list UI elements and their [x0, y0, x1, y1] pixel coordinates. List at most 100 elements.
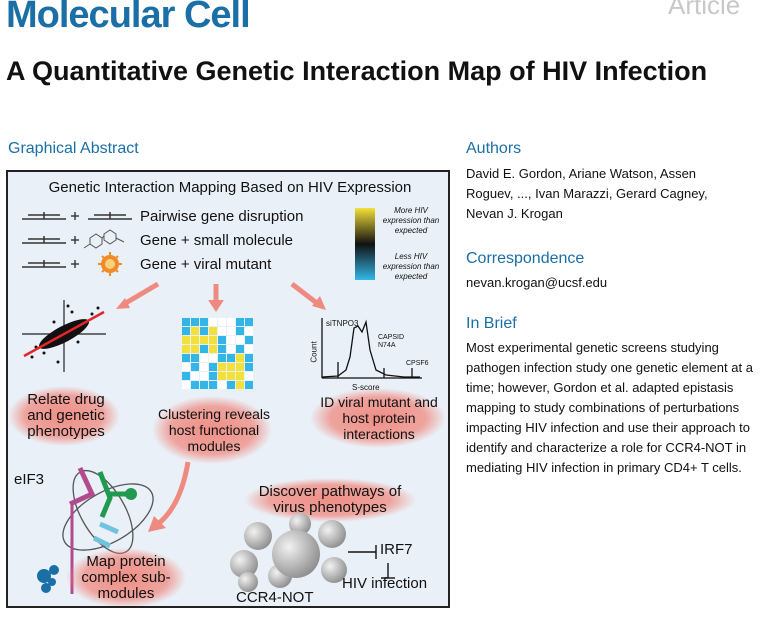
irf7-label: IRF7	[380, 541, 413, 558]
scatter-plot-icon	[22, 300, 106, 372]
heatmap-cell	[236, 318, 244, 326]
heatmap-cell	[182, 318, 190, 326]
heatmap-cell	[245, 381, 253, 389]
heatmap-cell	[227, 381, 235, 389]
heatmap-cell	[218, 336, 226, 344]
heatmap-cell	[182, 354, 190, 362]
heatmap-cell	[227, 336, 235, 344]
heatmap-cell	[209, 381, 217, 389]
caption-highlights	[8, 386, 446, 606]
hiv-infection-label: HIV infection	[342, 575, 428, 592]
heatmap-cell	[182, 381, 190, 389]
heatmap-cell	[209, 372, 217, 380]
heatmap-cell	[200, 354, 208, 362]
heatmap-cell	[245, 336, 253, 344]
hist-capsid-label: CAPSID N74A	[378, 334, 405, 349]
authors-names: David E. Gordon, Ariane Watson, Assen Ro…	[466, 166, 708, 221]
heatmap-cell	[236, 372, 244, 380]
journal-name: Molecular Cell	[6, 0, 251, 36]
heatmap-cell	[200, 381, 208, 389]
heatmap-cell	[227, 354, 235, 362]
heatmap-cell	[191, 354, 199, 362]
plus-signs	[71, 212, 79, 268]
correspondence-heading: Correspondence	[466, 250, 585, 267]
heatmap-cell	[245, 345, 253, 353]
irf7-inhibition-icon	[348, 545, 395, 579]
heatmap-cell	[209, 318, 217, 326]
heatmap-cell	[191, 363, 199, 371]
heatmap-cell	[209, 363, 217, 371]
caption-id-viral: ID viral mutant and host protein interac…	[320, 394, 438, 442]
in-brief-heading: In Brief	[466, 315, 517, 332]
in-brief-text: Most experimental genetic screens studyi…	[466, 340, 753, 475]
heatmap-cell	[191, 345, 199, 353]
heatmap-cell	[227, 363, 235, 371]
heatmap-cell	[245, 354, 253, 362]
caption-relate: Relate drug and genetic phenotypes	[27, 391, 105, 440]
heatmap-cell	[200, 363, 208, 371]
virus-icon	[98, 252, 122, 276]
heatmap-cell	[227, 318, 235, 326]
heatmap-cell	[182, 327, 190, 335]
heatmap-cell	[245, 318, 253, 326]
graphical-abstract-heading: Graphical Abstract	[8, 140, 139, 157]
heatmap-cell	[245, 327, 253, 335]
authors-heading: Authors	[466, 140, 522, 157]
heatmap-cell	[182, 363, 190, 371]
heatmap-cell	[227, 372, 235, 380]
legend-more-label: More HIV expression than expected	[382, 206, 440, 235]
heatmap-cell	[200, 318, 208, 326]
heatmap-cell	[191, 318, 199, 326]
heatmap-cell	[218, 345, 226, 353]
caption-clustering: Clustering reveals host functional modul…	[157, 406, 271, 454]
heatmap-cell	[209, 354, 217, 362]
heatmap-cell	[191, 327, 199, 335]
graphical-abstract: Genetic Interaction Mapping Based on HIV…	[6, 170, 450, 608]
paper-title: A Quantitative Genetic Interaction Map o…	[6, 56, 708, 86]
hist-ylabel: Count	[309, 341, 319, 363]
heatmap-cell	[245, 363, 253, 371]
ccr4-not-spheres-icon	[230, 513, 347, 592]
heatmap-cell	[218, 381, 226, 389]
hist-gene-label: siTNPO3	[326, 319, 359, 328]
heatmap-cell	[191, 336, 199, 344]
heatmap-cell	[245, 372, 253, 380]
graphical-abstract-artwork	[8, 208, 446, 606]
small-molecule-icon	[83, 229, 125, 249]
row-label-viral-mutant: Gene + viral mutant	[140, 256, 272, 273]
heatmap-cell	[200, 345, 208, 353]
heatmap-cell	[209, 345, 217, 353]
heatmap-cell	[218, 354, 226, 362]
heatmap-cell	[200, 372, 208, 380]
hist-cpsf6-label: CPSF6	[406, 360, 429, 367]
hist-xlabel: S-score	[352, 383, 380, 392]
heatmap-cell	[182, 372, 190, 380]
heatmap-cell	[236, 381, 244, 389]
heatmap-cell	[200, 336, 208, 344]
flow-arrows	[116, 281, 326, 532]
eif3-label: eIF3	[14, 471, 45, 488]
row-label-pairwise: Pairwise gene disruption	[140, 208, 304, 225]
heatmap-cell	[209, 336, 217, 344]
heatmap-cell	[209, 327, 217, 335]
gene-disruption-icons	[22, 212, 132, 268]
heatmap-cell	[191, 372, 199, 380]
caption-discover: Discover pathways of virus phenotypes	[258, 483, 402, 516]
heatmap-cell	[182, 336, 190, 344]
heatmap-cell	[218, 372, 226, 380]
heat-legend-bar	[355, 208, 375, 280]
heatmap-cell	[218, 363, 226, 371]
heatmap-cell	[200, 327, 208, 335]
heatmap-cell	[236, 363, 244, 371]
heatmap-cell	[218, 327, 226, 335]
heatmap-cell	[182, 345, 190, 353]
correspondence-email[interactable]: nevan.krogan@ucsf.edu	[466, 275, 608, 290]
heatmap-cell	[227, 327, 235, 335]
legend-less-label: Less HIV expression than expected	[382, 252, 440, 281]
box-title: Genetic Interaction Mapping Based on HIV…	[48, 179, 412, 196]
histogram-icon	[321, 318, 422, 379]
ccr4-not-label: CCR4-NOT	[236, 589, 314, 606]
heatmap-cell	[236, 345, 244, 353]
heatmap-cell	[236, 336, 244, 344]
caption-map-complex: Map protein complex sub-modules	[81, 553, 171, 602]
